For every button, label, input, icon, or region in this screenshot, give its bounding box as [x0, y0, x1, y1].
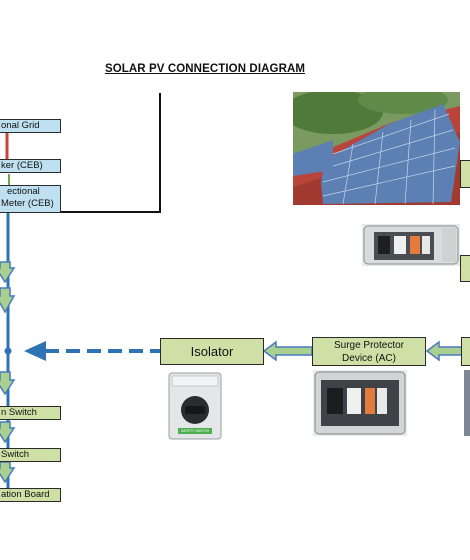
switch-1-box: n Switch: [0, 406, 61, 420]
solar-panel-label-box: [460, 160, 470, 188]
isolator-photo: SAFETY SWITCH: [165, 370, 225, 442]
dc-protector-label-box: [460, 255, 470, 282]
distribution-board-label: ation Board: [1, 489, 50, 500]
breaker-box: ker (CEB): [0, 159, 61, 173]
surge-protector-box: Surge Protector Device (AC): [312, 337, 426, 366]
bus-arrow-2: [0, 287, 16, 314]
breaker-label: ker (CEB): [1, 160, 43, 171]
national-grid-box: onal Grid: [0, 119, 61, 133]
isolator-label: Isolator: [190, 344, 234, 359]
surge-label-line1: Surge Protector: [333, 340, 405, 351]
diagram-title: SOLAR PV CONNECTION DIAGRAM: [104, 63, 306, 75]
national-grid-label: onal Grid: [1, 120, 40, 131]
arrow-inverter-to-surge: [425, 340, 463, 362]
inverter-label-box: [461, 337, 470, 366]
bus-arrow-1: [0, 261, 16, 284]
surge-label-line2: Device (AC): [342, 353, 396, 364]
bus-junction-dot: [4, 347, 12, 355]
meter-label-line1: ectional: [7, 186, 40, 197]
dc-protector-photo: [362, 224, 460, 266]
switch-2-box: Switch: [0, 448, 61, 462]
solar-roof-photo: [293, 92, 460, 205]
inverter-photo: [464, 370, 470, 436]
isolator-brand-text: SAFETY SWITCH: [180, 429, 210, 433]
meter-label-line2: Meter (CEB): [1, 198, 54, 209]
bus-arrow-3: [0, 371, 16, 396]
distribution-board-box: ation Board: [0, 488, 61, 502]
surge-protector-photo: [313, 370, 407, 436]
switch-1-label: n Switch: [1, 407, 37, 418]
dashed-arrowhead: [24, 341, 46, 361]
switch-2-label: Switch: [1, 449, 29, 460]
bus-arrow-4: [0, 421, 16, 444]
isolator-box: Isolator: [160, 338, 264, 365]
arrow-surge-to-isolator: [262, 340, 313, 362]
bidirectional-meter-box: ectional Meter (CEB): [0, 185, 61, 213]
bus-arrow-5: [0, 461, 16, 484]
